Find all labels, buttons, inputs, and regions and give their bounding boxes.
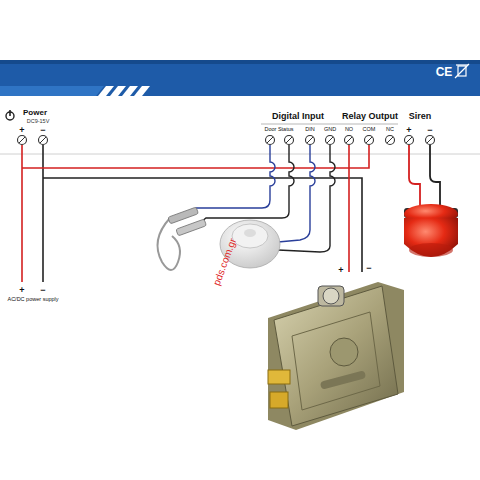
recycle-bin-symbol xyxy=(455,64,469,78)
input-wires xyxy=(278,145,335,252)
terminal-screws xyxy=(345,136,354,145)
pin-name: NC xyxy=(386,127,394,133)
pin-name: COM xyxy=(363,127,376,133)
section-label: Siren xyxy=(409,112,432,121)
terminal-screws xyxy=(426,136,435,145)
electric-lock-symbol xyxy=(268,370,290,384)
header-band xyxy=(0,60,480,96)
supply-sign: + xyxy=(19,286,24,295)
terminal-slots xyxy=(19,137,25,143)
voltage-label: DC9-15V xyxy=(27,119,50,125)
smoke-detector-symbol xyxy=(244,229,256,237)
device-panel xyxy=(0,96,480,154)
terminal-screws xyxy=(386,136,395,145)
lock-sign: − xyxy=(366,264,371,273)
terminal-screws xyxy=(266,136,275,145)
door-contact-symbol xyxy=(158,207,207,270)
siren-wires xyxy=(409,145,440,212)
supply-label: AC/DC power supply xyxy=(7,297,58,303)
terminal-slots xyxy=(327,137,333,143)
siren-symbol xyxy=(404,218,458,257)
ce-mark: CE xyxy=(436,66,453,78)
electric-lock-symbol xyxy=(318,286,344,306)
siren-wires xyxy=(409,145,420,212)
device-panel xyxy=(0,154,480,155)
terminal-screws xyxy=(39,136,48,145)
smoke-detector-symbol xyxy=(232,224,268,248)
supply-sign: − xyxy=(40,286,45,295)
electric-lock-symbol xyxy=(320,370,367,390)
siren-symbol xyxy=(409,243,453,257)
power-wires xyxy=(42,145,44,282)
electric-lock-symbol xyxy=(323,288,339,304)
header-band xyxy=(0,86,104,96)
input-wires xyxy=(188,145,335,252)
input-wires xyxy=(196,145,294,226)
header-band xyxy=(134,86,150,96)
lock-sign: + xyxy=(338,266,343,275)
electric-lock-symbol xyxy=(268,282,404,430)
pin-name: DIN xyxy=(305,127,314,133)
electric-lock-symbol xyxy=(292,312,380,410)
terminal-slots xyxy=(267,137,273,143)
terminal-screws xyxy=(285,136,294,145)
input-wires xyxy=(278,145,315,242)
power-wires xyxy=(22,145,369,282)
terminal-slots xyxy=(286,137,292,143)
terminal-screws xyxy=(405,136,414,145)
terminal-sign: + xyxy=(406,126,411,135)
section-label: Power xyxy=(23,109,47,117)
terminal-screws xyxy=(18,136,435,145)
power-wires xyxy=(21,145,23,282)
electric-lock-symbol xyxy=(268,282,404,430)
recycle-bin-symbol xyxy=(455,64,469,78)
terminal-screws xyxy=(18,136,27,145)
electric-lock-symbol xyxy=(274,286,398,426)
section-label: Relay Output xyxy=(342,112,398,121)
terminal-sign: − xyxy=(40,126,45,135)
terminal-slots xyxy=(366,137,372,143)
pin-name: NO xyxy=(345,127,353,133)
terminal-slots xyxy=(406,137,412,143)
device-panel xyxy=(9,110,11,116)
device-panel xyxy=(0,96,480,154)
terminal-screws xyxy=(326,136,335,145)
terminal-screws xyxy=(306,136,315,145)
door-contact-symbol xyxy=(168,207,199,224)
door-contact-symbol xyxy=(158,218,181,270)
terminal-slots xyxy=(307,137,313,143)
recycle-bin-symbol xyxy=(456,64,468,65)
terminal-slots xyxy=(387,137,393,143)
terminal-slots xyxy=(427,137,433,143)
terminal-sign: − xyxy=(427,126,432,135)
electric-lock-symbol xyxy=(330,338,358,366)
device-panel xyxy=(261,124,398,125)
pin-name: GND xyxy=(324,127,336,133)
header-band xyxy=(0,60,480,64)
electric-lock-symbol xyxy=(270,392,288,408)
siren-wires xyxy=(430,145,440,210)
terminal-slots xyxy=(346,137,352,143)
header-band xyxy=(0,60,480,96)
terminal-sign: + xyxy=(19,126,24,135)
siren-symbol xyxy=(404,204,458,257)
power-wires xyxy=(22,145,369,168)
power-wires xyxy=(43,178,362,272)
pin-name: Door Status xyxy=(264,127,293,133)
terminal-slots xyxy=(40,137,46,143)
terminal-screws xyxy=(365,136,374,145)
power-wires xyxy=(348,145,350,272)
terminal-slots xyxy=(19,137,433,143)
door-contact-symbol xyxy=(176,219,207,236)
input-wires xyxy=(188,145,275,214)
section-label: Digital Input xyxy=(272,112,324,121)
